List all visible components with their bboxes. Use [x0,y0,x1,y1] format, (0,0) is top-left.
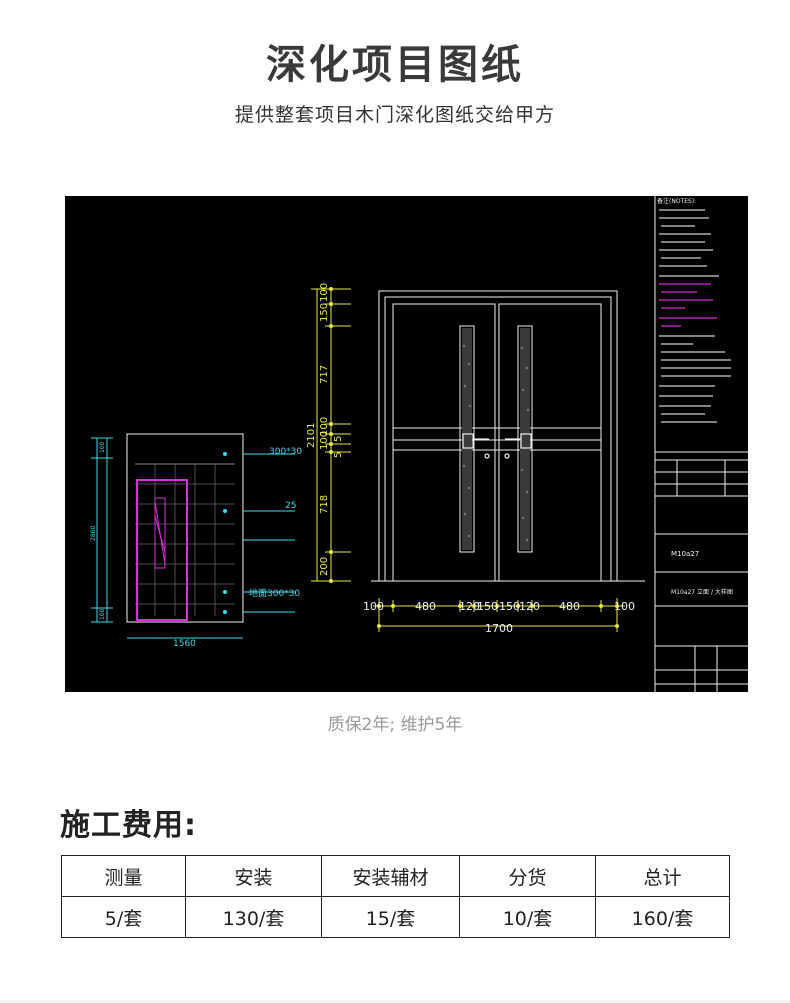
hdim-120-left: 120 [459,600,480,613]
hdim-total: 1700 [485,622,513,635]
cost-value-cell: 15/套 [321,896,460,938]
cost-value-cell: 130/套 [185,896,322,938]
vdim-100-b: 100 [319,431,330,450]
side-label-wall: 300*30 [269,447,302,457]
cost-value-cell: 5/套 [61,896,186,938]
cost-heading: 施工费用: [60,808,197,843]
hdim-100-right: 100 [614,600,635,613]
side-elevation [126,433,244,623]
cost-table: 测量 安装 安装辅材 分货 总计 5/套 130/套 15/套 10/套 160… [61,855,730,938]
vdim-100-top: 100 [319,283,330,302]
vdim-2101: 2101 [306,423,317,448]
cost-value-row: 5/套 130/套 15/套 10/套 160/套 [61,896,730,938]
door-elevation [371,290,645,582]
vdim-717: 717 [319,365,330,384]
side-label-floor: 地面300*30 [249,587,300,599]
notes-heading: 备注(NOTES): [657,197,696,205]
hdim-150-left: 150 [477,600,498,613]
vdim-150: 150 [319,303,330,322]
side-width-label: 1560 [173,639,196,649]
page-title: 深化项目图纸 [266,42,524,88]
cad-drawing: 300*30 25 地面300*30 1560 100 2800 100 [65,196,748,692]
bottom-divider [0,1000,790,1003]
cost-header-cell: 总计 [595,855,730,897]
hdim-150-right: 150 [499,600,520,613]
cost-header-cell: 分货 [459,855,596,897]
cost-header-cell: 测量 [61,855,186,897]
side-dim-top: 100 [99,441,106,453]
side-dimensions [91,437,295,639]
hdim-120-right: 120 [519,600,540,613]
side-label-25: 25 [285,501,296,511]
title-block [654,196,748,692]
cost-header-cell: 安装 [185,855,322,897]
hdim-480-left: 480 [415,600,436,613]
vdim-100-a: 100 [319,417,330,436]
page-subtitle: 提供整套项目木门深化图纸交给甲方 [234,104,555,126]
notes-lines [659,209,731,423]
vdim-200: 200 [319,557,330,576]
cost-header-row: 测量 安装 安装辅材 分货 总计 [61,855,730,897]
warranty-caption: 质保2年; 维护5年 [327,715,463,735]
side-dim-bot: 100 [99,608,106,620]
vdim-5-a: 5 [333,436,344,442]
model-code: M10a27 [671,550,699,558]
hdim-100-left: 100 [363,600,384,613]
model-desc: M10a27 立面 / 大样图 [671,588,733,596]
cost-header-cell: 安装辅材 [321,855,460,897]
door-glass-texture [462,328,530,550]
door-handles [462,433,532,459]
cost-value-cell: 160/套 [595,896,730,938]
hdim-480-right: 480 [559,600,580,613]
cost-value-cell: 10/套 [459,896,596,938]
vdim-5-b: 5 [333,452,344,458]
side-dim-mid: 2800 [90,526,97,541]
vdim-718: 718 [319,495,330,514]
